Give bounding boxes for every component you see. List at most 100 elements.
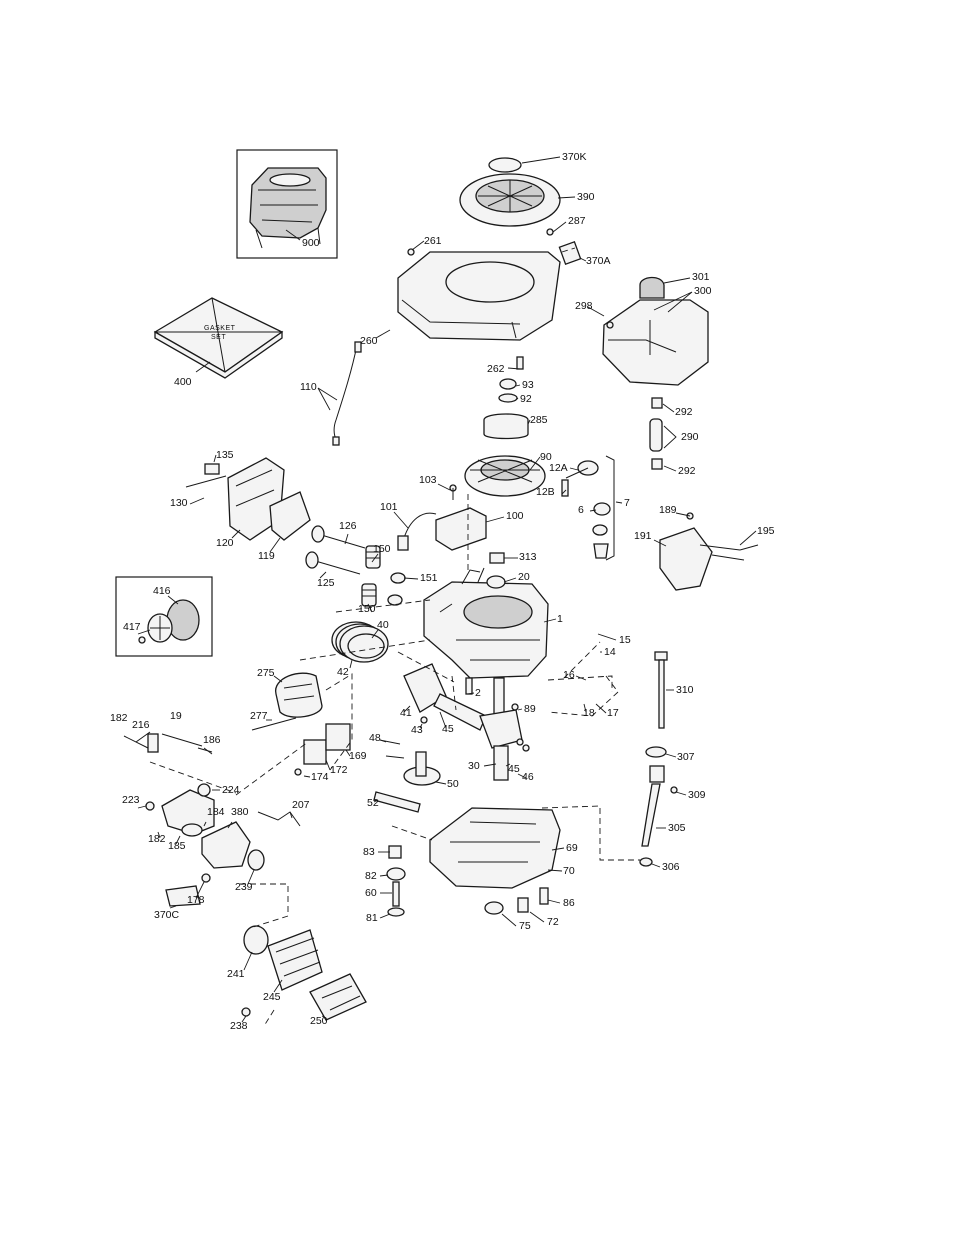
callout-50: 50 [447,778,459,790]
gasket-set-package: GASKET SET [153,297,284,379]
callout-20: 20 [518,571,530,583]
callout-15: 15 [619,634,631,646]
air-filter-group [241,925,367,1021]
callout-305: 305 [668,822,686,834]
recoil-cup-inset [115,576,213,657]
callout-417: 417 [123,621,141,633]
callout-174: 174 [311,771,329,783]
callout-245: 245 [263,991,281,1003]
callout-151: 151 [420,572,438,584]
callout-309: 309 [688,789,706,801]
engine-controls [659,512,759,591]
callout-93: 93 [522,379,534,391]
cylinder-cover-group [185,457,311,541]
cylinder-block [423,552,549,679]
callout-43: 43 [411,724,423,736]
callout-241: 241 [227,968,245,980]
callout-14: 14 [604,646,616,658]
callout-275: 275 [257,667,275,679]
callout-186: 186 [203,734,221,746]
decal-370A [558,240,582,266]
fuel-line [649,397,663,470]
gasket-set-label-line1: GASKET [204,325,236,332]
callout-82: 82 [365,870,377,882]
callout-238: 238 [230,1020,248,1032]
callout-310: 310 [676,684,694,696]
callout-89: 89 [524,703,536,715]
callout-239: 239 [235,881,253,893]
callout-298: 298 [575,300,593,312]
callout-301: 301 [692,271,710,283]
callout-290: 290 [681,431,699,443]
callout-81: 81 [366,912,378,924]
brake-parts [592,455,615,561]
dipstick-group [639,651,678,867]
callout-45: 45 [508,763,520,775]
callout-370K: 370K [562,151,587,163]
callout-261: 261 [424,235,442,247]
carburetor-group [123,731,301,907]
callout-182: 182 [110,712,128,724]
fuel-cap-301 [639,276,665,299]
callout-2: 2 [475,687,481,699]
callout-16: 16 [563,669,575,681]
callout-90: 90 [540,451,552,463]
callout-86: 86 [563,897,575,909]
muffler-group [251,672,351,776]
callout-900: 900 [302,237,320,249]
engine-assembly-inset [236,149,338,259]
callout-189: 189 [659,504,677,516]
callout-313: 313 [519,551,537,563]
callout-12A: 12A [549,462,568,474]
callout-260: 260 [360,335,378,347]
callout-60: 60 [365,887,377,899]
callout-307: 307 [677,751,695,763]
callout-172: 172 [330,764,348,776]
callout-250: 250 [310,1015,328,1027]
callout-150: 150 [358,603,376,615]
callout-46: 46 [522,771,534,783]
callout-40: 40 [377,619,389,631]
callout-130: 130 [170,497,188,509]
ignition-armature [397,507,487,551]
callout-287: 287 [568,215,586,227]
callout-70: 70 [563,865,575,877]
callout-18: 18 [583,707,595,719]
callout-150: 150 [373,543,391,555]
callout-125: 125 [317,577,335,589]
callout-169: 169 [349,750,367,762]
valve-train [305,525,406,607]
oil-sump [429,807,561,915]
callout-17: 17 [607,707,619,719]
callout-12B: 12B [536,486,555,498]
callout-6: 6 [578,504,584,516]
callout-292: 292 [678,465,696,477]
callout-leader-lines [137,156,757,1023]
fan-retainer-285 [483,413,529,440]
piston-group [331,621,487,731]
camshaft-group [373,738,530,813]
callout-292: 292 [675,406,693,418]
callout-7: 7 [624,497,630,509]
callout-285: 285 [530,414,548,426]
callout-72: 72 [547,916,559,928]
callout-92: 92 [520,393,532,405]
callout-370C: 370C [154,909,180,921]
callout-83: 83 [363,846,375,858]
callout-126: 126 [339,520,357,532]
callout-216: 216 [132,719,150,731]
flywheel-group [449,378,599,500]
callout-380: 380 [231,806,249,818]
callout-182: 182 [148,833,166,845]
callout-390: 390 [577,191,595,203]
callout-370A: 370A [586,255,611,267]
callout-110: 110 [300,381,317,393]
callout-52: 52 [367,797,379,809]
assembly-dashed-paths [149,247,640,1027]
callout-41: 41 [400,707,412,719]
callout-191: 191 [634,530,652,542]
callout-277: 277 [250,710,268,722]
callout-207: 207 [292,799,310,811]
